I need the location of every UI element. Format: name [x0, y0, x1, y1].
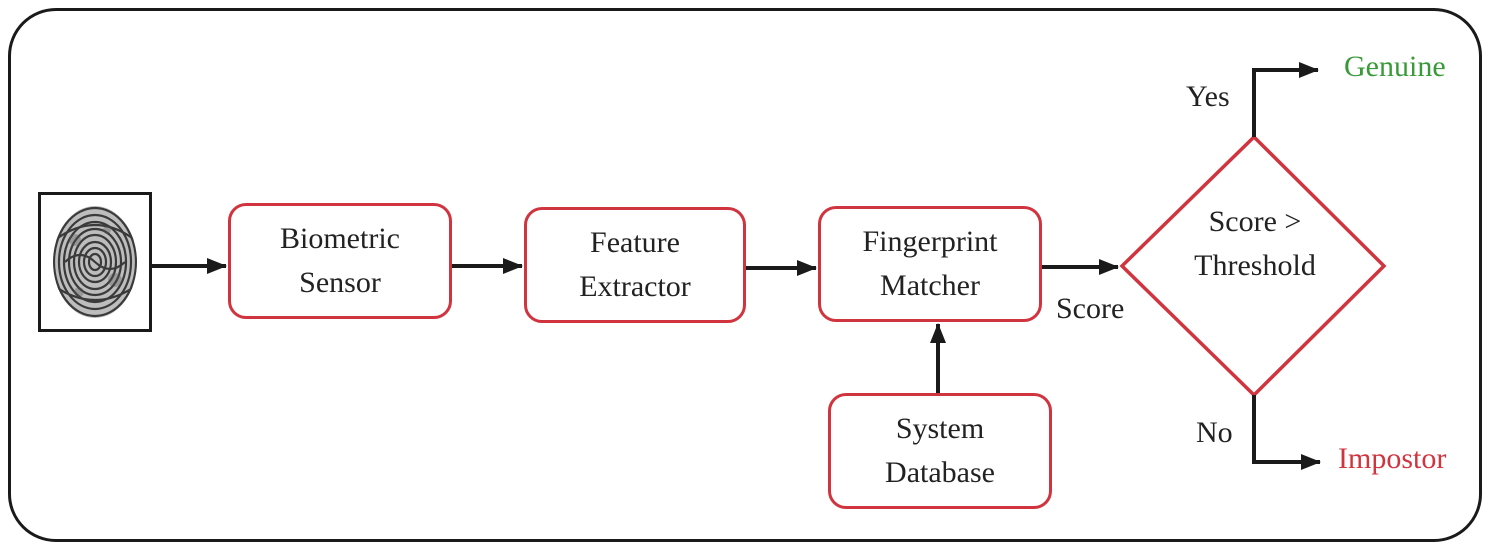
node-system-database: System Database [828, 393, 1052, 509]
decision-label-line2: Threshold [1194, 249, 1316, 282]
edge-no-impostor [1252, 395, 1321, 470]
node-label-line2: Sensor [299, 266, 381, 299]
node-label-line1: Feature [590, 226, 680, 259]
edge-label-no: No [1196, 416, 1233, 449]
decision-label-line1: Score > [1208, 205, 1302, 238]
node-fingerprint-matcher: Fingerprint Matcher [818, 206, 1042, 322]
node-label-line2: Extractor [579, 270, 691, 303]
edge-label-yes: Yes [1186, 80, 1230, 113]
node-label-line1: System [895, 412, 985, 445]
outcome-impostor: Impostor [1338, 442, 1447, 475]
node-label-line2: Database [885, 456, 995, 489]
node-feature-extractor: Feature Extractor [524, 207, 746, 323]
node-label-line1: Biometric [280, 222, 400, 255]
node-label-line2: Matcher [880, 269, 980, 302]
node-biometric-sensor: Biometric Sensor [228, 203, 452, 319]
edge-yes-genuine [1252, 62, 1319, 137]
node-label-line1: Fingerprint [862, 225, 998, 258]
outcome-genuine: Genuine [1344, 50, 1446, 83]
fingerprint-input [38, 192, 152, 332]
edge-label-score: Score [1056, 292, 1125, 325]
fingerprint-icon [53, 206, 137, 318]
decision-label: Score > Threshold [1140, 200, 1370, 288]
